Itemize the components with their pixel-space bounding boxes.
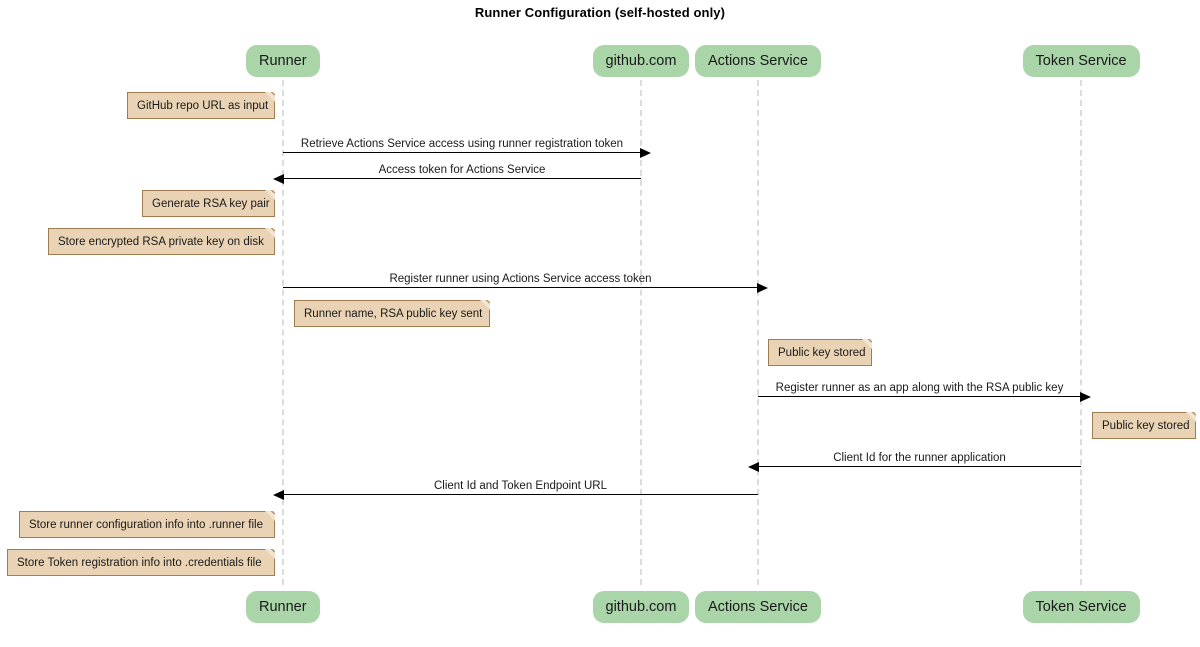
participant-github-top[interactable]: github.com [592,45,690,77]
lifeline-runner [282,80,284,585]
note-text: Runner name, RSA public key sent [304,308,483,320]
note: Generate RSA key pair [142,190,275,217]
message-label: Access token for Actions Service [378,164,546,176]
message-arrow: Register runner as an app along with the… [758,382,1091,402]
note-fold-edge [861,339,872,350]
arrowhead-right-icon [757,283,768,293]
participant-label: Actions Service [708,599,808,615]
participant-label: Actions Service [708,53,808,69]
message-arrow: Access token for Actions Service [273,164,641,184]
message-label: Client Id for the runner application [833,452,1006,464]
note-text: Generate RSA key pair [152,198,270,210]
message-arrow: Register runner using Actions Service ac… [283,273,768,293]
note-text: Store runner configuration info into .ru… [29,519,263,531]
arrowhead-left-icon [273,490,284,500]
note-fold-edge [479,300,490,311]
note-fold-edge [264,190,275,201]
participant-runner-top[interactable]: Runner [246,45,320,77]
arrowhead-left-icon [273,174,284,184]
note-text: GitHub repo URL as input [137,100,269,112]
participant-github-bottom[interactable]: github.com [592,591,690,623]
participant-actions-top[interactable]: Actions Service [695,45,821,77]
participant-token-top[interactable]: Token Service [1022,45,1140,77]
note: Store encrypted RSA private key on disk [48,228,275,255]
note: Store runner configuration info into .ru… [19,511,275,538]
lifeline-github [640,80,642,585]
note-fold-edge [264,92,275,103]
participant-label: Runner [259,53,307,69]
participant-actions-bottom[interactable]: Actions Service [695,591,821,623]
note-fold-edge [1185,412,1196,423]
participant-label: Runner [259,599,307,615]
lifeline-actions [757,80,759,585]
note-fold-edge [264,511,275,522]
note-fold-edge [264,549,275,560]
message-label: Client Id and Token Endpoint URL [433,480,608,492]
note: Runner name, RSA public key sent [294,300,490,327]
note: GitHub repo URL as input [127,92,275,119]
arrowhead-right-icon [640,148,651,158]
message-label: Register runner as an app along with the… [775,382,1064,394]
participant-token-bottom[interactable]: Token Service [1022,591,1140,623]
note-text: Store encrypted RSA private key on disk [58,236,264,248]
diagram-title: Runner Configuration (self-hosted only) [474,5,726,20]
lifeline-token [1080,80,1082,585]
note-text: Store Token registration info into .cred… [17,557,262,569]
message-arrow: Client Id for the runner application [748,452,1081,472]
participant-runner-bottom[interactable]: Runner [246,591,320,623]
message-arrow: Retrieve Actions Service access using ru… [283,138,651,158]
message-label: Retrieve Actions Service access using ru… [300,138,624,150]
note: Public key stored [768,339,872,366]
participant-label: Token Service [1035,53,1127,69]
note: Store Token registration info into .cred… [7,549,275,576]
message-arrow: Client Id and Token Endpoint URL [273,480,758,500]
note-text: Public key stored [778,347,866,359]
arrowhead-right-icon [1080,392,1091,402]
note: Public key stored [1092,412,1196,439]
participant-label: github.com [605,599,677,615]
participant-label: Token Service [1035,599,1127,615]
arrowhead-left-icon [748,462,759,472]
participant-label: github.com [605,53,677,69]
message-label: Register runner using Actions Service ac… [389,273,652,285]
note-text: Public key stored [1102,420,1190,432]
note-fold-edge [264,228,275,239]
